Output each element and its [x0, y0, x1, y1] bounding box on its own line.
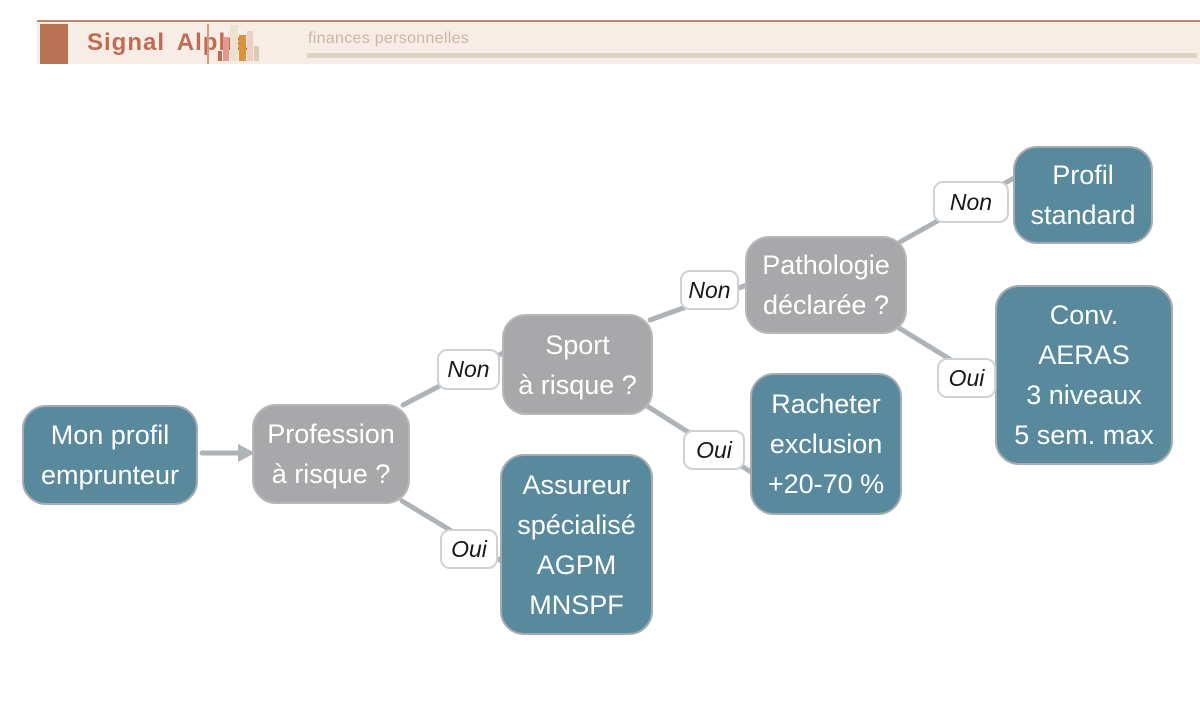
bar-chart-icon-bar	[222, 37, 229, 61]
edge-label-profession-oui[interactable]: Oui	[440, 529, 498, 569]
edge-label-sport-oui[interactable]: Oui	[683, 430, 745, 470]
node-line: à risque ?	[271, 459, 391, 489]
node-pathologie-declaree[interactable]: Pathologie déclarée ?	[745, 236, 907, 334]
node-line: exclusion	[769, 429, 883, 459]
node-mon-profil-emprunteur[interactable]: Mon profil emprunteur	[22, 405, 198, 505]
topic-input[interactable]: finances personnelles	[307, 22, 1197, 64]
node-line: Racheter	[771, 389, 881, 419]
node-line: Sport	[545, 329, 610, 360]
node-line: MNSPF	[529, 589, 624, 620]
node-line: +20-70 %	[767, 469, 885, 499]
app-header: Signal Alpha finances personnelles	[37, 20, 1200, 64]
arrowhead-icon	[238, 444, 255, 462]
bar-chart-icon-bar	[246, 31, 253, 61]
node-line: Profession	[267, 419, 395, 449]
bar-chart-icon-bar	[238, 35, 246, 61]
node-line: déclarée ?	[762, 290, 890, 320]
bar-chart-icon-bar	[217, 51, 222, 61]
bar-chart-icon-bar	[253, 46, 259, 61]
header-divider	[207, 24, 209, 64]
node-line: AERAS	[1038, 340, 1130, 370]
node-line: standard	[1030, 200, 1136, 230]
node-line: Mon profil	[50, 420, 170, 450]
node-profession-a-risque[interactable]: Profession à risque ?	[252, 404, 410, 504]
node-convention-aeras[interactable]: Conv. AERAS 3 niveaux 5 sem. max	[995, 285, 1173, 465]
bar-chart-icon	[217, 23, 259, 61]
bar-chart-icon-bar	[229, 25, 238, 61]
node-line: AGPM	[536, 549, 617, 580]
node-racheter-exclusion[interactable]: Racheter exclusion +20-70 %	[750, 373, 902, 515]
edge-label-pathologie-oui[interactable]: Oui	[937, 358, 996, 398]
node-line: Profil	[1052, 160, 1114, 190]
edge-label-sport-non[interactable]: Non	[680, 270, 739, 310]
node-sport-a-risque[interactable]: Sport à risque ?	[502, 314, 653, 415]
node-line: spécialisé	[517, 509, 636, 540]
node-line: 5 sem. max	[1014, 420, 1154, 450]
node-line: 3 niveaux	[1026, 380, 1142, 410]
node-line: Pathologie	[762, 250, 890, 280]
node-line: à risque ?	[518, 369, 637, 400]
brand-mark	[40, 24, 68, 64]
node-profil-standard[interactable]: Profil standard	[1013, 146, 1153, 244]
topic-input-underline	[307, 53, 1197, 58]
edge-label-profession-non[interactable]: Non	[437, 349, 500, 390]
node-assureur-specialise[interactable]: Assureur spécialisé AGPM MNSPF	[500, 454, 653, 635]
topic-input-value: finances personnelles	[308, 30, 470, 47]
node-line: Conv.	[1049, 300, 1119, 330]
node-line: Assureur	[522, 469, 631, 500]
node-line: emprunteur	[40, 460, 180, 490]
edge-label-pathologie-non[interactable]: Non	[933, 181, 1009, 223]
